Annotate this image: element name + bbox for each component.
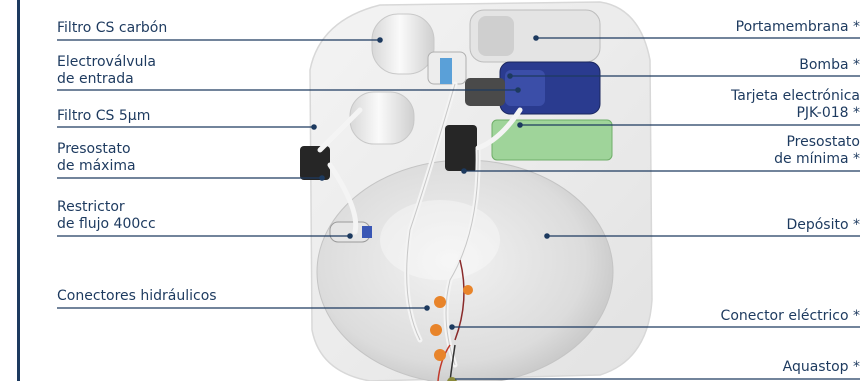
label-filtro-carbon: Filtro CS carbón [57,20,167,37]
label-conectores: Conectores hidráulicos [57,288,217,305]
label-bomba: Bomba * [799,57,860,74]
carbon-filter-shape [372,14,434,74]
label-restrictor: Restrictor de flujo 400cc [57,199,156,233]
label-filtro-5um: Filtro CS 5µm [57,108,150,125]
label-conector-electrico: Conector eléctrico * [721,308,860,325]
sediment-filter-shape [350,92,414,144]
label-presostato-minima: Presostato de mínima * [774,134,860,168]
max-pressure-switch-shape [300,146,330,180]
label-portamembrana: Portamembrana * [736,19,860,36]
label-electrovalvula: Electroválvula de entrada [57,54,156,88]
label-aquastop: Aquastop * [783,359,860,376]
label-deposito: Depósito * [786,217,860,234]
min-pressure-switch-shape [445,125,477,171]
label-tarjeta: Tarjeta electrónica PJK-018 * [731,88,860,122]
label-presostato-maxima: Presostato de máxima [57,141,136,175]
